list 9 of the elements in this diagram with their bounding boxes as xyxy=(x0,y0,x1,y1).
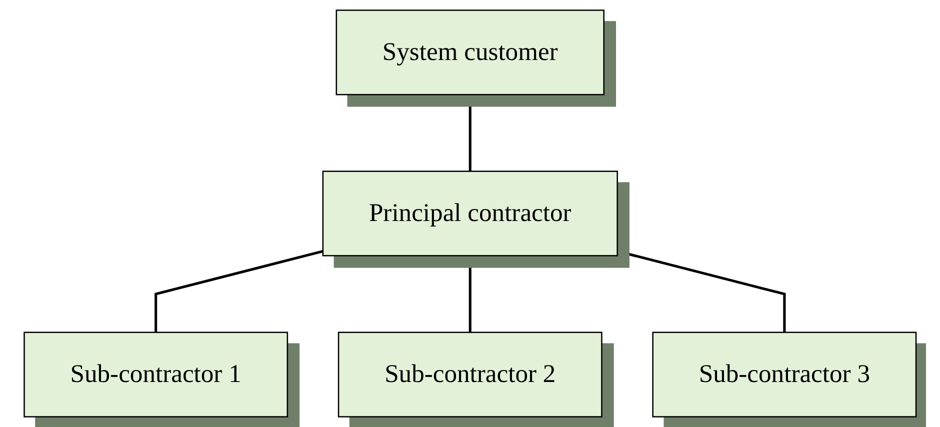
node-box: Sub-contractor 3 xyxy=(652,332,917,418)
connector xyxy=(468,94,472,172)
connector xyxy=(616,250,786,332)
node-box: Sub-contractor 2 xyxy=(338,332,602,418)
node-box: System customer xyxy=(336,10,604,96)
connector xyxy=(468,256,472,332)
node-box: Sub-contractor 1 xyxy=(23,332,288,418)
connector xyxy=(154,250,324,332)
node-box: Principal contractor xyxy=(322,170,618,256)
